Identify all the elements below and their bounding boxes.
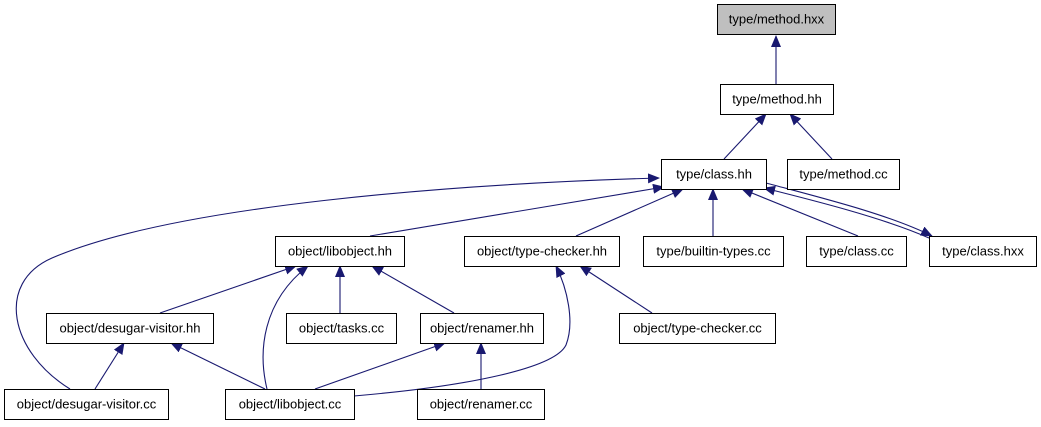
node-label: type/class.hxx: [942, 243, 1024, 258]
edge-type-class-hxx-to-type-class-hh: [763, 185, 930, 239]
edges-layer: [15, 35, 933, 397]
edge-object-libobject-cc-to-object-libobject-hh: [262, 265, 309, 390]
node-object-desugar-visitor-cc[interactable]: object/desugar-visitor.cc: [4, 389, 169, 420]
edge-type-class-hh-to-type-class-hxx: [765, 182, 933, 237]
edge-object-type-checker-hh-to-type-class-hh: [575, 188, 684, 237]
edge-object-type-checker-cc-to-object-type-checker-hh: [579, 265, 653, 314]
node-box: [787, 159, 900, 190]
nodes-layer: type/method.hxx type/method.hh type/class.…: [4, 4, 1037, 420]
node-label: object/desugar-visitor.cc: [17, 396, 157, 411]
edge-object-libobject-hh-to-type-class-hh: [369, 183, 665, 237]
node-object-type-checker-cc[interactable]: object/type-checker.cc: [619, 313, 776, 344]
edge-object-libobject-cc-to-object-renamer-hh: [314, 341, 446, 390]
node-label: object/tasks.cc: [299, 320, 385, 335]
node-box: [275, 236, 405, 267]
node-label: type/class.cc: [819, 243, 894, 258]
edge-type-class-hh-to-type-method-hh: [723, 113, 767, 160]
node-box: [286, 313, 397, 344]
edge-object-desugar-visitor-hh-to-object-libobject-hh: [159, 264, 297, 314]
node-object-desugar-visitor-hh[interactable]: object/desugar-visitor.hh: [46, 313, 214, 344]
node-box: [417, 389, 545, 420]
node-label: type/builtin-types.cc: [656, 243, 771, 258]
node-box: [46, 313, 214, 344]
node-type-class-hxx[interactable]: type/class.hxx: [929, 236, 1037, 267]
node-object-renamer-cc[interactable]: object/renamer.cc: [417, 389, 545, 420]
node-box: [717, 4, 836, 35]
node-box: [225, 389, 355, 420]
node-label: type/method.hxx: [729, 11, 825, 26]
node-box: [420, 313, 544, 344]
node-label: object/libobject.hh: [288, 243, 392, 258]
node-object-tasks-cc[interactable]: object/tasks.cc: [286, 313, 397, 344]
node-box: [720, 84, 834, 115]
node-object-libobject-hh[interactable]: object/libobject.hh: [275, 236, 405, 267]
node-object-renamer-hh[interactable]: object/renamer.hh: [420, 313, 544, 344]
edge-object-renamer-hh-to-object-libobject-hh: [371, 265, 455, 314]
node-box: [4, 389, 169, 420]
node-label: object/renamer.cc: [430, 396, 533, 411]
node-label: object/renamer.hh: [430, 320, 534, 335]
node-type-method-hh[interactable]: type/method.hh: [720, 84, 834, 115]
node-box: [661, 159, 767, 190]
node-label: type/method.hh: [732, 91, 822, 106]
node-object-type-checker-hh[interactable]: object/type-checker.hh: [464, 236, 620, 267]
node-type-builtin-types-cc[interactable]: type/builtin-types.cc: [643, 236, 784, 267]
edge-object-desugar-visitor-cc-to-object-desugar-visitor-hh: [94, 342, 125, 390]
node-box: [619, 313, 776, 344]
node-box: [643, 236, 784, 267]
node-label: object/desugar-visitor.hh: [60, 320, 201, 335]
edge-object-libobject-cc-to-object-desugar-visitor-hh: [170, 342, 266, 390]
node-type-method-hxx[interactable]: type/method.hxx: [717, 4, 836, 35]
node-box: [464, 236, 620, 267]
node-box: [806, 236, 907, 267]
node-label: type/class.hh: [676, 166, 752, 181]
node-label: object/libobject.cc: [239, 396, 342, 411]
node-type-class-hh[interactable]: type/class.hh: [661, 159, 767, 190]
edge-type-method-cc-to-type-method-hh: [789, 113, 833, 160]
node-box: [929, 236, 1037, 267]
edge-object-desugar-visitor-cc-to-type-class-hh: [15, 173, 660, 390]
node-type-method-cc[interactable]: type/method.cc: [787, 159, 900, 190]
node-label: object/type-checker.hh: [477, 243, 607, 258]
edge-type-class-cc-to-type-class-hh: [741, 188, 859, 237]
edge-object-libobject-cc-to-object-type-checker-hh: [353, 265, 571, 397]
node-label: object/type-checker.cc: [633, 320, 762, 335]
node-type-class-cc[interactable]: type/class.cc: [806, 236, 907, 267]
node-object-libobject-cc[interactable]: object/libobject.cc: [225, 389, 355, 420]
node-label: type/method.cc: [799, 166, 888, 181]
